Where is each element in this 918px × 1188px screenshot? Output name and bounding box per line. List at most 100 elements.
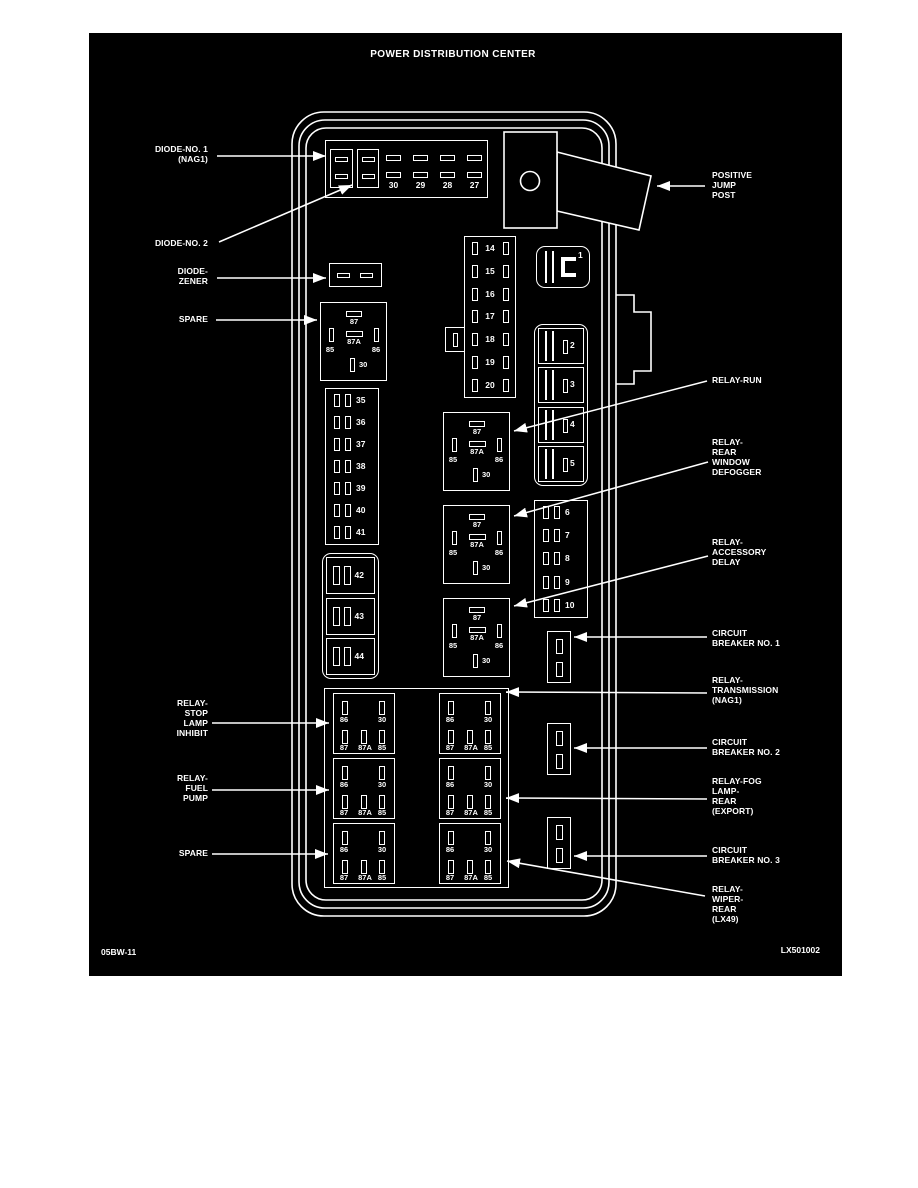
fuse-column-14-20: 14 15 16 17 18 [464, 236, 516, 398]
circuit-breaker-no-3 [547, 817, 571, 869]
fuse-number: 39 [356, 483, 366, 494]
fuse-slot [332, 606, 340, 626]
fuse-column-35-41: 35 36 37 38 39 [325, 388, 379, 545]
pin-label-86: 86 [445, 845, 455, 854]
label-line: REAR [712, 447, 737, 457]
fuse-number: 29 [415, 180, 426, 190]
fuse-number: 10 [565, 599, 575, 610]
pin-slot-86 [342, 766, 348, 780]
cavity-divider [545, 448, 547, 479]
pin-label-30: 30 [359, 360, 368, 369]
bottom-relay-column-left: 86 30 87 87A 85 86 30 87 87A 85 86 30 87… [333, 693, 395, 884]
fuse-number: 8 [565, 553, 570, 564]
label-line: DIODE-NO. 2 [154, 238, 208, 248]
fuse-slot [554, 598, 560, 612]
fuse-slot [334, 526, 340, 540]
fuse-row: 9 [535, 575, 587, 589]
fuse-slot [345, 459, 351, 473]
pin-slot-85 [452, 531, 457, 545]
pin-slot-85 [452, 438, 457, 452]
fuse-slot [334, 393, 340, 407]
label-line: FUEL [185, 783, 208, 793]
fuse-number: 38 [356, 460, 366, 471]
label-line: SPARE [178, 848, 208, 858]
pin-slot-30 [485, 701, 491, 715]
pin-slot-87 [342, 860, 348, 874]
label-line: RELAY- [712, 675, 743, 685]
label-spare-upper: SPARE [98, 314, 208, 324]
relay-cavities-2-5: 2 3 4 5 [534, 324, 588, 486]
label-diode-no-2: DIODE-NO. 2 [98, 238, 208, 248]
pin-label-85: 85 [483, 873, 493, 882]
fuse-slot [502, 333, 509, 347]
pin-slot-87a [469, 441, 486, 447]
fuse-slot [502, 356, 509, 370]
pin-slot-30 [350, 358, 355, 372]
fuse-slot [543, 598, 549, 612]
relay-run: 87 87A 85 86 30 [443, 412, 510, 491]
jump-post-stud [519, 170, 541, 192]
breaker-slot [556, 731, 563, 746]
fuse-row: 40 [326, 504, 378, 518]
fuse-slot [332, 566, 340, 586]
pin-slot-87a [361, 795, 367, 809]
edge-connector-notch [616, 294, 652, 385]
pin-label-86: 86 [371, 345, 381, 354]
fuse-cavity: 44 [326, 637, 375, 675]
fuse-row: 39 [326, 482, 378, 496]
pin-slot-85 [379, 795, 385, 809]
pin-label-86: 86 [339, 780, 349, 789]
relay-cavity-1: 1 [536, 246, 590, 288]
relay-stop-lamp-inhibit: 86 30 87 87A 85 [333, 693, 395, 754]
pin-label-87: 87 [445, 873, 455, 882]
fuse-slot [471, 310, 478, 324]
pin-label-85: 85 [483, 743, 493, 752]
fuse-slot [343, 606, 351, 626]
label-line: (EXPORT) [712, 806, 754, 816]
label-line: ZENER [178, 276, 208, 286]
label-line: ACCESSORY [712, 547, 767, 557]
label-line: BREAKER NO. 2 [712, 747, 780, 757]
fuse-number: 7 [565, 530, 570, 541]
fuse-slot [563, 340, 568, 355]
fuse-row: 35 [326, 393, 378, 407]
pin-slot-85 [485, 860, 491, 874]
pin-slot-86 [448, 766, 454, 780]
relay-fog-lamp-rear: 86 30 87 87A 85 [439, 758, 501, 819]
label-line: (NAG1) [712, 695, 742, 705]
pin-label-87: 87 [445, 743, 455, 752]
fuse-number: 16 [485, 288, 495, 299]
cavity-divider [552, 448, 554, 479]
pin-slot-86 [342, 701, 348, 715]
pin-label-87a: 87A [358, 873, 372, 882]
diagram-title: POWER DISTRIBUTION CENTER [370, 49, 536, 60]
diode-slot [360, 273, 373, 278]
label-line: DEFOGGER [712, 467, 762, 477]
fuse-slot [345, 504, 351, 518]
label-line: JUMP [712, 180, 737, 190]
pin-label-87a: 87A [358, 808, 372, 817]
fuse-slot [502, 287, 509, 301]
fuse-row: 14 [465, 241, 515, 255]
label-line: WINDOW [712, 457, 750, 467]
pin-label-30: 30 [377, 715, 387, 724]
pin-slot-86 [448, 701, 454, 715]
label-line: BREAKER NO. 1 [712, 638, 780, 648]
label-line: DIODE- [177, 266, 208, 276]
fuse-slot [332, 646, 340, 666]
fuse-number: 27 [469, 180, 480, 190]
fuse-slot [563, 457, 568, 472]
circuit-breaker-no-2 [547, 723, 571, 775]
pin-label-30: 30 [483, 715, 493, 724]
fuse-row: 20 [465, 378, 515, 392]
fuse-row: 36 [326, 415, 378, 429]
relay-cavity-number: 2 [570, 340, 575, 351]
fuse-number: 14 [485, 242, 495, 253]
fuse-slot [502, 310, 509, 324]
pin-slot-30 [485, 766, 491, 780]
fuse-slot [345, 437, 351, 451]
label-line: TRANSMISSION [712, 685, 779, 695]
pin-label-87a: 87A [347, 337, 361, 346]
